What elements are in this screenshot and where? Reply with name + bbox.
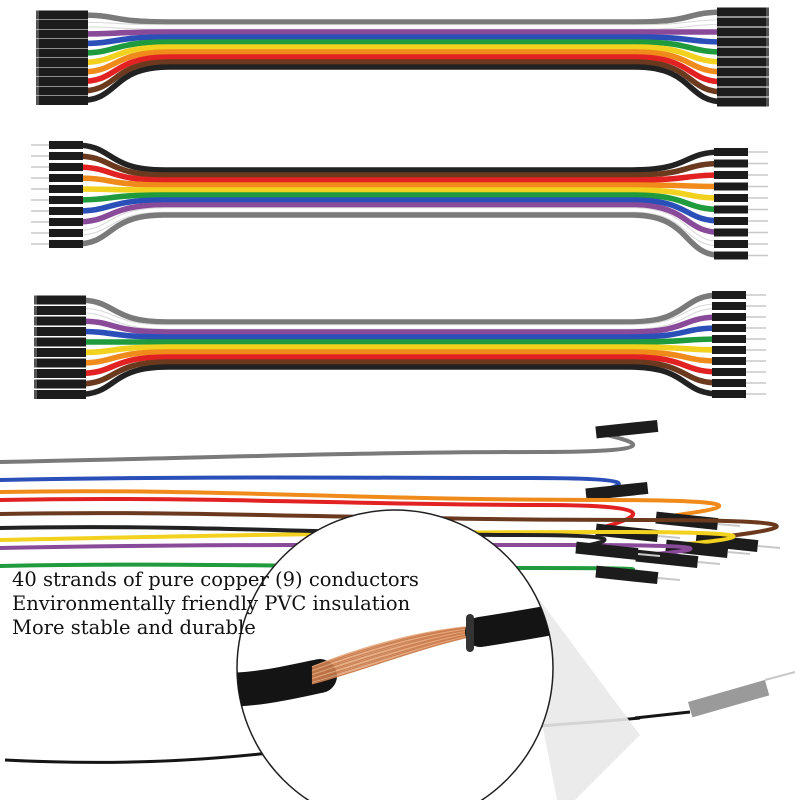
feature-caption: 40 strands of pure copper (9) conductors… (12, 568, 452, 640)
ribbon-cable-female-male (34, 291, 766, 399)
caption-line-durable: More stable and durable (12, 616, 256, 639)
zoom-inset-copper-strands (236, 509, 554, 800)
ribbon-cable-female-female (36, 7, 769, 107)
ribbon-cable-male-male (31, 141, 768, 260)
caption-line-copper: 40 strands of pure copper (9) conductors (12, 568, 419, 591)
caption-line-pvc: Environmentally friendly PVC insulation (12, 592, 411, 615)
